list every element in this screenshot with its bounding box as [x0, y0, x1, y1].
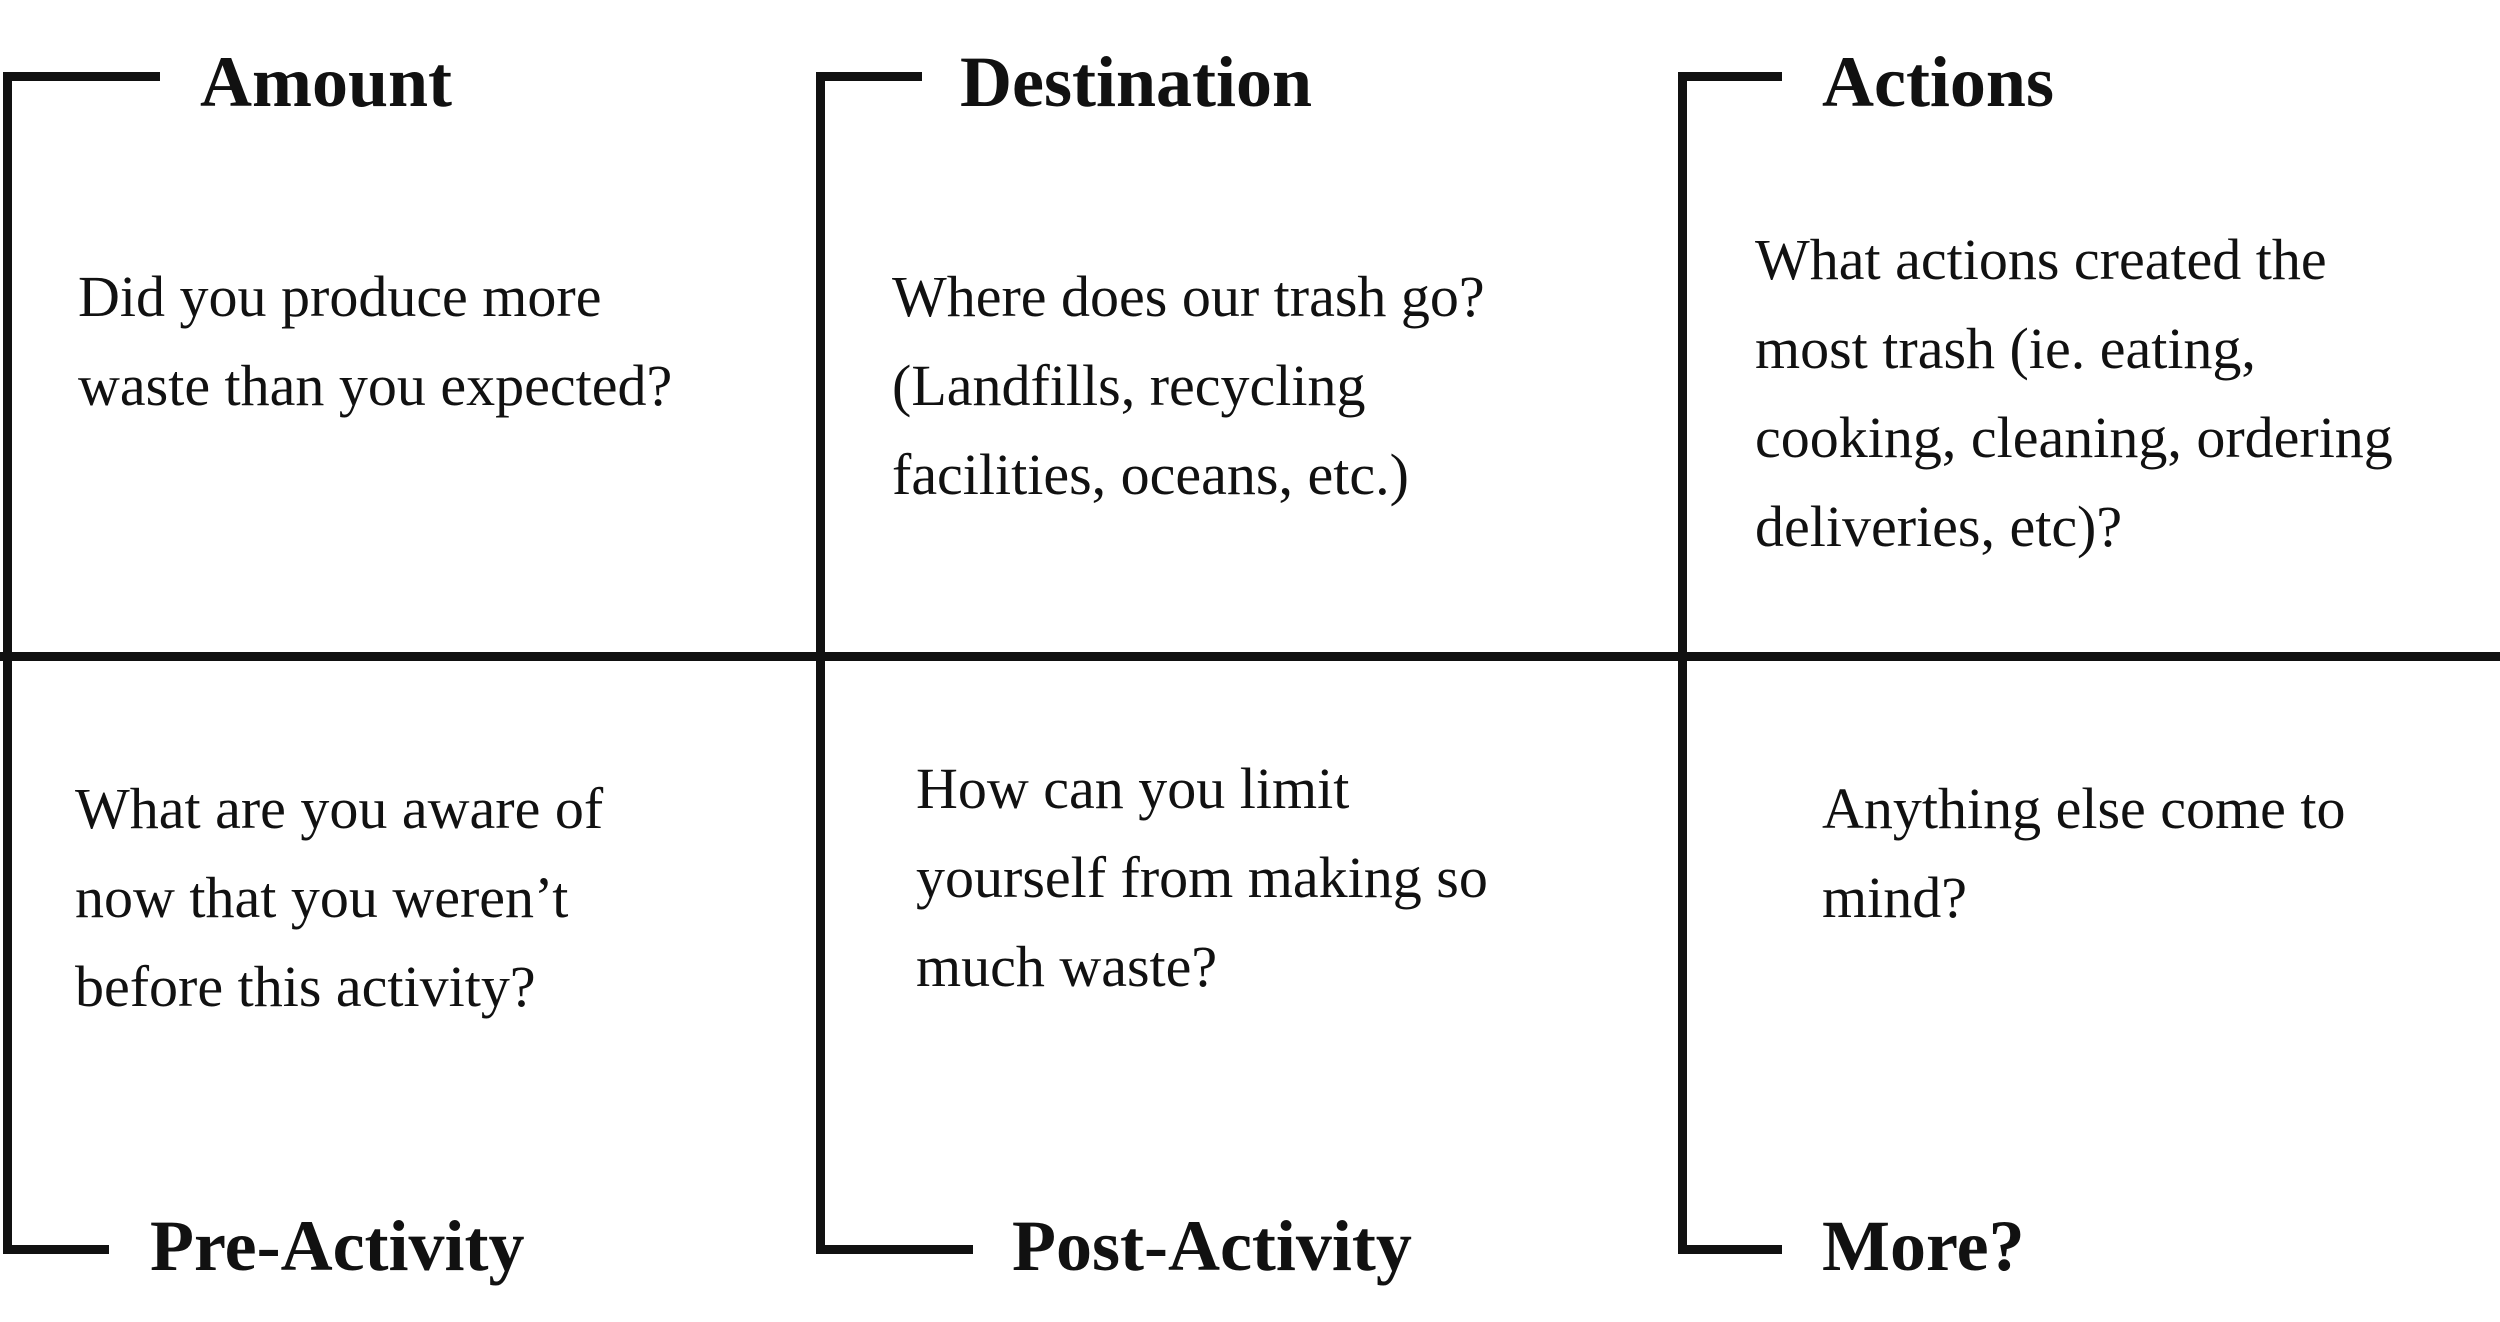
- prompt-more: Anything else come to mind?: [1822, 776, 2346, 930]
- heading-destination: Destination: [960, 42, 1313, 122]
- bracket-middle-bottom-arm: [816, 1245, 973, 1254]
- bracket-middle-top-arm: [816, 72, 922, 81]
- heading-post-activity: Post-Activity: [1012, 1206, 1412, 1286]
- prompt-post-activity: How can you limit yourself from making s…: [916, 756, 1488, 999]
- prompt-actions: What actions created the most trash (ie.…: [1755, 227, 2393, 559]
- prompt-pre-activity: What are you aware of now that you weren…: [75, 776, 604, 1019]
- prompt-amount: Did you produce more waste than you expe…: [78, 264, 673, 418]
- bracket-right-bottom-arm: [1678, 1245, 1782, 1254]
- heading-more: More?: [1822, 1206, 2025, 1286]
- bracket-left-bottom-arm: [3, 1245, 109, 1254]
- bracket-left-vertical: [3, 72, 12, 1254]
- heading-pre-activity: Pre-Activity: [150, 1206, 525, 1286]
- heading-actions: Actions: [1822, 42, 2054, 122]
- bracket-right-vertical: [1678, 72, 1687, 1254]
- heading-amount: Amount: [200, 42, 453, 122]
- prompt-destination: Where does our trash go? (Landfills, rec…: [892, 264, 1485, 507]
- horizontal-divider: [0, 652, 2500, 661]
- bracket-right-top-arm: [1678, 72, 1782, 81]
- bracket-left-top-arm: [3, 72, 160, 81]
- bracket-middle-vertical: [816, 72, 825, 1254]
